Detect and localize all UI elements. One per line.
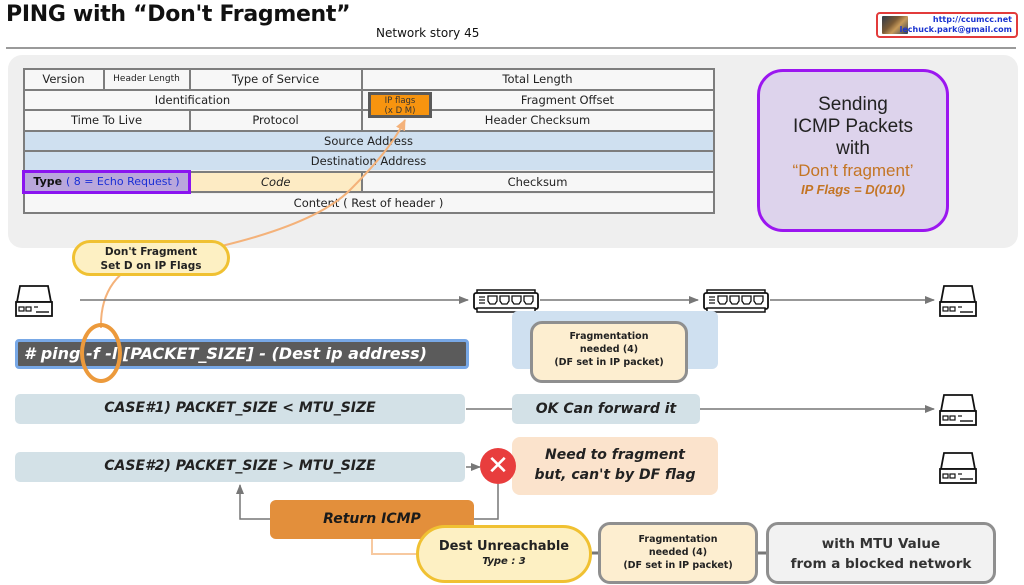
- author-email[interactable]: lechuck.park@gmail.com: [899, 25, 1012, 34]
- mtu-line-2: from a blocked network: [790, 556, 972, 572]
- fragmentation-needed-box-2: Fragmentation needed (4) (DF set in IP p…: [598, 522, 758, 584]
- ip-flags-bits: (x D M): [384, 106, 416, 116]
- field-icmp-code: Code: [188, 170, 363, 193]
- frag2-line-2: needed (4): [648, 547, 708, 558]
- field-source-address: Source Address: [22, 129, 715, 152]
- link-return-case2: [236, 484, 270, 520]
- icmp-type-label: Type: [33, 175, 63, 189]
- field-icmp-checksum: Checksum: [360, 170, 715, 193]
- field-icmp-type: Type ( 8 = Echo Request ): [22, 170, 191, 194]
- frag-line-2: needed (4): [579, 344, 639, 355]
- link-return-dest: [371, 539, 416, 555]
- field-version: Version: [22, 68, 105, 91]
- dest-unreachable-box: Dest Unreachable Type : 3: [416, 525, 592, 583]
- field-destination-address: Destination Address: [22, 150, 715, 173]
- field-total-length: Total Length: [360, 68, 715, 91]
- info-line-3: with: [836, 138, 870, 159]
- title-divider: [6, 47, 1016, 49]
- ip-icmp-header-table: Version Header Length Type of Service To…: [22, 68, 715, 214]
- host-icon: [939, 452, 977, 484]
- header-row: Source Address: [22, 129, 715, 152]
- case-2-result-line-2: but, can't by DF flag: [534, 467, 696, 483]
- ip-flags-field: IP flags (x D M): [368, 92, 432, 118]
- switch-icon: [473, 289, 539, 313]
- case-2-result-line-1: Need to fragment: [545, 447, 685, 463]
- field-ttl: Time To Live: [22, 109, 191, 132]
- field-header-length: Header Length: [102, 68, 191, 91]
- fragmentation-needed-box: Fragmentation needed (4) (DF set in IP p…: [530, 321, 688, 383]
- frag-line-1: Fragmentation: [569, 331, 649, 342]
- author-url[interactable]: http://ccumcc.net: [932, 15, 1012, 24]
- case-1-result: OK Can forward it: [512, 394, 700, 424]
- field-fragment-offset-label: Fragment Offset: [520, 92, 615, 107]
- field-content: Content ( Rest of header ): [22, 191, 715, 214]
- header-row: Type ( 8 = Echo Request ) Code Checksum: [22, 170, 715, 194]
- header-row: Content ( Rest of header ): [22, 191, 715, 214]
- frag2-line-1: Fragmentation: [638, 534, 718, 545]
- info-line-4: “Don’t fragment’: [792, 161, 914, 180]
- frag-line-3: (DF set in IP packet): [554, 357, 664, 368]
- callout-line-2: Set D on IP Flags: [100, 260, 202, 272]
- host-icon: [15, 285, 53, 317]
- header-row: Destination Address: [22, 150, 715, 173]
- info-box: Sending ICMP Packets with “Don’t fragmen…: [757, 69, 949, 232]
- case-2-result: Need to fragment but, can't by DF flag: [512, 437, 718, 495]
- callout-line-1: Don't Fragment: [104, 246, 198, 258]
- f-flag-highlight: [80, 323, 122, 383]
- ip-flags-label: IP flags: [384, 96, 416, 106]
- case-2: CASE#2) PACKET_SIZE > MTU_SIZE: [15, 452, 465, 482]
- page-title: PING with “Don't Fragment”: [6, 2, 351, 27]
- host-icon: [939, 285, 977, 317]
- header-row: Version Header Length Type of Service To…: [22, 68, 715, 91]
- mtu-value-box: with MTU Value from a blocked network: [766, 522, 996, 584]
- info-line-1: Sending: [818, 94, 888, 115]
- x-circle-icon: ✕: [480, 448, 516, 484]
- host-icon: [939, 394, 977, 426]
- link-error-return: [474, 484, 499, 520]
- field-identification: Identification: [22, 88, 363, 111]
- author-badge: http://ccumcc.net lechuck.park@gmail.com: [876, 12, 1018, 38]
- field-protocol: Protocol: [188, 109, 363, 132]
- dont-fragment-callout: Don't Fragment Set D on IP Flags: [72, 240, 230, 276]
- author-photo: [882, 16, 908, 34]
- dest-unreachable-label: Dest Unreachable: [438, 539, 570, 554]
- mtu-line-1: with MTU Value: [821, 536, 941, 552]
- info-line-5: IP Flags = D(010): [801, 182, 905, 197]
- page-subtitle: Network story 45: [376, 26, 480, 40]
- dest-unreachable-type: Type : 3: [482, 556, 526, 567]
- case-1: CASE#1) PACKET_SIZE < MTU_SIZE: [15, 394, 465, 424]
- field-type-of-service: Type of Service: [188, 68, 363, 91]
- switch-icon: [703, 289, 769, 313]
- frag2-line-3: (DF set in IP packet): [623, 560, 733, 571]
- icmp-type-value: ( 8 = Echo Request ): [65, 175, 180, 189]
- info-line-2: ICMP Packets: [792, 116, 914, 137]
